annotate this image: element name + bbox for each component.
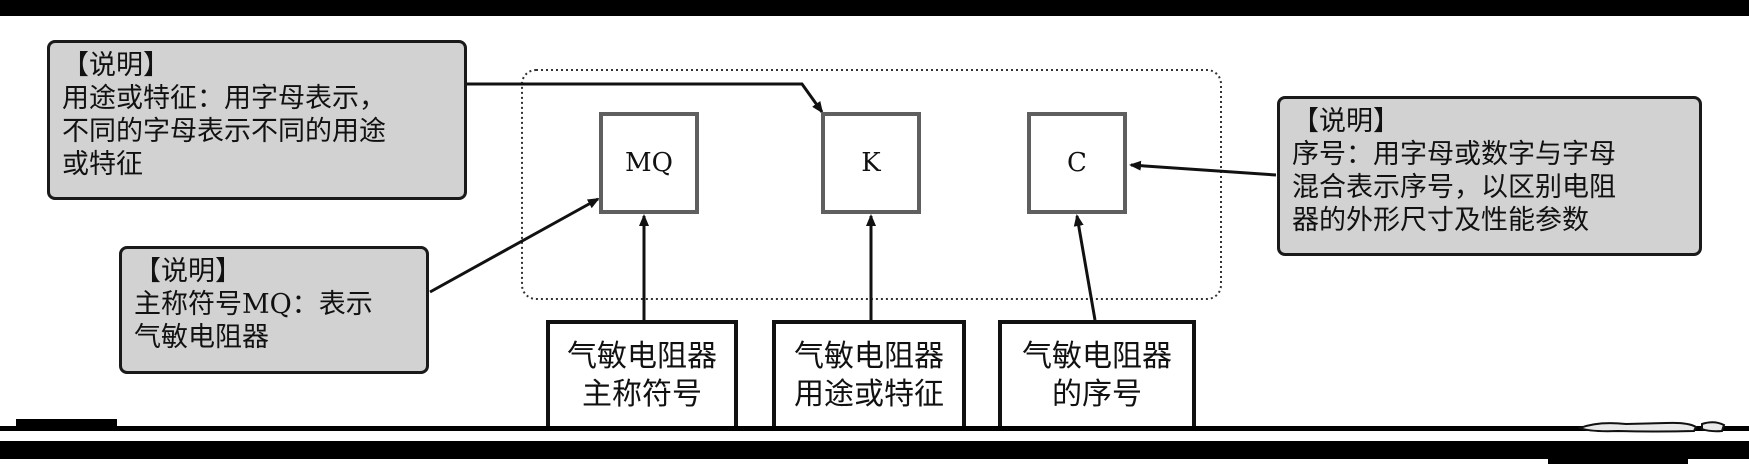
label-serial: 气敏电阻器 的序号	[998, 320, 1196, 427]
top-border-bar	[0, 0, 1749, 16]
arrow-to-K	[465, 82, 824, 114]
footer-thick-bar	[0, 441, 1749, 459]
label-line: 气敏电阻器	[794, 339, 944, 374]
arrow-to-C	[1129, 160, 1277, 177]
footer-rule	[0, 426, 1749, 431]
code-text: MQ	[625, 148, 673, 178]
code-box-mq: MQ	[599, 112, 699, 214]
note-line: 【说明】	[62, 50, 170, 81]
label-line: 气敏电阻器	[1022, 339, 1172, 374]
note-serial: 【说明】 序号：用字母或数字与字母 混合表示序号，以区别电阻 器的外形尺寸及性能…	[1277, 96, 1702, 256]
note-line: 混合表示序号，以区别电阻	[1292, 172, 1616, 203]
note-line: 不同的字母表示不同的用途	[62, 116, 386, 147]
scan-smudge-mark	[1578, 421, 1726, 433]
label-main-symbol: 气敏电阻器 主称符号	[546, 320, 738, 427]
note-line: 用途或特征：用字母表示，	[62, 83, 386, 114]
label-line: 的序号	[1052, 377, 1142, 412]
note-usage: 【说明】 用途或特征：用字母表示， 不同的字母表示不同的用途 或特征	[47, 40, 467, 200]
label-line: 主称符号	[582, 377, 702, 412]
note-line: 器的外形尺寸及性能参数	[1292, 205, 1589, 236]
label-line: 用途或特征	[794, 377, 944, 412]
arrow-up-C	[1073, 214, 1097, 321]
arrow-to-MQ	[429, 197, 600, 294]
note-line: 主称符号MQ：表示	[134, 289, 373, 320]
footer-short-bar	[16, 419, 117, 427]
code-text: K	[861, 148, 881, 178]
note-line: 或特征	[62, 149, 143, 180]
note-main-symbol: 【说明】 主称符号MQ：表示 气敏电阻器	[119, 246, 429, 374]
code-box-c: C	[1027, 112, 1127, 214]
note-line: 【说明】	[1292, 106, 1400, 137]
note-line: 序号：用字母或数字与字母	[1292, 139, 1616, 170]
note-line: 气敏电阻器	[134, 322, 269, 353]
code-text: C	[1067, 148, 1087, 178]
code-box-k: K	[821, 112, 921, 214]
label-line: 气敏电阻器	[567, 339, 717, 374]
note-line: 【说明】	[134, 256, 242, 287]
label-usage: 气敏电阻器 用途或特征	[772, 320, 966, 427]
footer-tail-bar	[1548, 454, 1688, 464]
